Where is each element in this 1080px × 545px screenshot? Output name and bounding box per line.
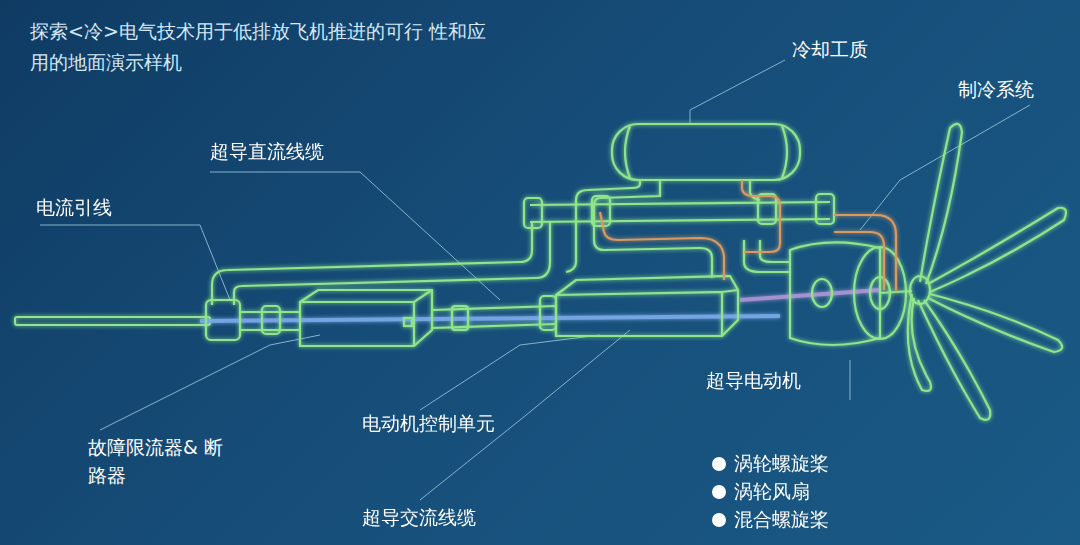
- diagram-title: 探索<冷>电气技术用于低排放飞机推进的可行 性和应用的地面演示样机: [30, 16, 500, 79]
- part-label: 超导交流线缆: [362, 504, 476, 532]
- part-label: 混合螺旋桨: [734, 506, 829, 534]
- part-label: 冷却工质: [792, 36, 868, 64]
- part-label: 故障限流器& 断路器: [88, 434, 228, 489]
- part-label: 涡轮风扇: [734, 478, 810, 506]
- part-label: 电动机控制单元: [362, 410, 495, 438]
- system-outline: [15, 124, 1066, 420]
- part-label: 超导电动机: [706, 367, 801, 395]
- part-label: 超导直流线缆: [210, 138, 324, 166]
- leader-lines: [40, 60, 1030, 500]
- part-label: 制冷系统: [958, 76, 1034, 104]
- part-label: 电流引线: [36, 194, 112, 222]
- part-label: 涡轮螺旋桨: [734, 450, 829, 478]
- bullet-dots: [712, 457, 726, 527]
